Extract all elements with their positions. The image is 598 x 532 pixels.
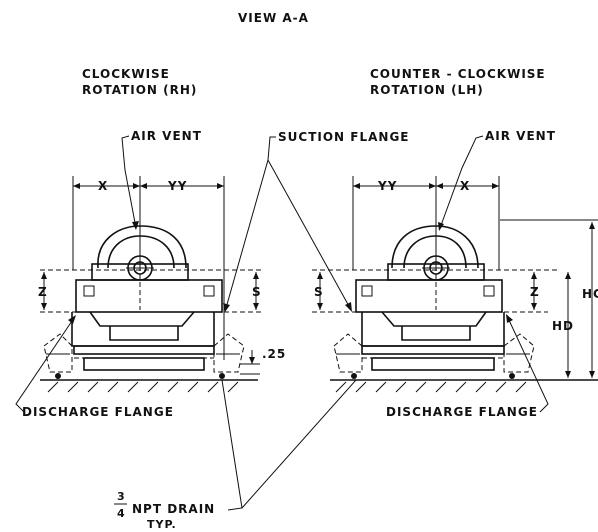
clearance-label: .25 — [262, 347, 286, 361]
left-dim-s: S — [252, 285, 262, 299]
discharge-flange-right-label: DISCHARGE FLANGE — [386, 405, 538, 419]
right-dim-z: Z — [530, 285, 540, 299]
right-dim-x: X — [460, 179, 470, 193]
left-dim-x: X — [98, 179, 108, 193]
left-rotation-line2: ROTATION (RH) — [82, 83, 197, 97]
left-dim-z: Z — [38, 285, 48, 299]
right-rotation-line2: ROTATION (LH) — [370, 83, 484, 97]
drain-fraction-numerator: 3 — [117, 490, 126, 503]
left-pump-assembly: X YY Z S — [38, 176, 264, 393]
leader-lines — [15, 135, 549, 511]
air-vent-right-label: AIR VENT — [485, 129, 556, 143]
right-dim-s: S — [314, 285, 324, 299]
right-pump-assembly: YY X S Z — [312, 176, 598, 393]
drain-typ-label: TYP. — [147, 518, 177, 531]
right-dim-yy: YY — [377, 179, 397, 193]
right-rotation-line1: COUNTER - CLOCKWISE — [370, 67, 546, 81]
drain-label: NPT DRAIN — [132, 502, 215, 516]
air-vent-left-label: AIR VENT — [131, 129, 202, 143]
left-rotation-line1: CLOCKWISE — [82, 67, 170, 81]
right-dim-hd: HD — [552, 319, 574, 333]
suction-flange-label: SUCTION FLANGE — [278, 130, 410, 144]
left-dim-yy: YY — [167, 179, 187, 193]
right-dim-hc: HC — [582, 287, 598, 301]
drain-fraction-denominator: 4 — [117, 507, 126, 520]
view-title: VIEW A-A — [238, 11, 309, 25]
discharge-flange-left-label: DISCHARGE FLANGE — [22, 405, 174, 419]
